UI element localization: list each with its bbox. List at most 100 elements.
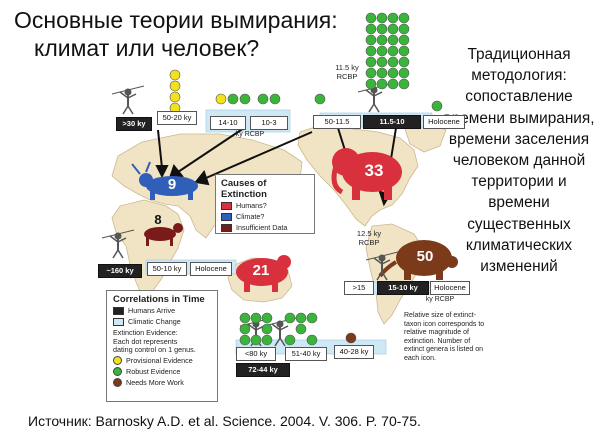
robust-evidence-dot	[376, 23, 388, 35]
title-line-1: Основные теории вымирания:	[14, 7, 338, 33]
evidence-heading: Extinction Evidence:	[113, 328, 178, 337]
robust-evidence-dot	[387, 12, 399, 24]
provisional-dot	[113, 356, 122, 366]
robust-evidence-dot	[365, 45, 377, 57]
provisional-label: Provisional Evidence	[126, 355, 193, 365]
australia-evidence-dots	[239, 312, 357, 346]
robust-evidence-dot	[387, 45, 399, 57]
robust-evidence-dot	[365, 12, 377, 24]
causes-legend: Causes of Extinction Humans? Climate? In…	[215, 174, 315, 234]
australia-box-1: <80 ky	[236, 347, 276, 361]
deer-icon	[131, 161, 198, 200]
sa-rcbp-bottom-label: ky RCBP	[425, 296, 455, 303]
legend-provisional: Provisional Evidence	[113, 355, 211, 366]
australia-box-3: 40-28 ky	[334, 345, 374, 359]
robust-evidence-dot	[398, 23, 410, 35]
na-rcbp-label: RCBP	[336, 72, 358, 81]
evidence-line-2: Each dot represents	[113, 336, 178, 346]
legend-climatic-change: Climatic Change	[113, 316, 211, 327]
title-line-2: климат или человек?	[34, 35, 260, 61]
robust-evidence-dot	[387, 34, 399, 46]
na-box-3: Holocene	[423, 115, 465, 129]
robust-evidence-dot	[387, 67, 399, 79]
robust-dot	[113, 367, 122, 377]
correlations-legend-title: Correlations in Time	[113, 294, 205, 305]
climate-swatch	[221, 213, 232, 222]
eurasia-arrival-box: >30 ky	[116, 117, 152, 131]
africa-landmass	[111, 199, 185, 297]
robust-evidence-dot	[387, 23, 399, 35]
australia-box-2: 51-40 ky	[285, 347, 327, 361]
robust-evidence-dot	[398, 56, 410, 68]
australia-arrival-box: 72-44 ky	[236, 363, 290, 377]
robust-evidence-dot	[398, 78, 410, 90]
causes-legend-humans: Humans?	[221, 200, 309, 211]
robust-label: Robust Evidence	[126, 366, 181, 376]
legend-humans-arrive: Humans Arrive	[113, 305, 211, 316]
sa-box-3: Holocene	[430, 281, 470, 295]
sa-rcbp-label: RCBP	[358, 238, 380, 247]
africa-arrival-box: ~160 ky	[98, 264, 142, 278]
robust-evidence-dot	[376, 56, 388, 68]
robust-evidence-dot	[376, 67, 388, 79]
size-note: Relative size of extinct-taxon icon corr…	[404, 312, 485, 362]
africa-box-1: 50-10 ky	[147, 262, 187, 276]
robust-evidence-dot	[365, 56, 377, 68]
sa-box-2: 15-10 ky	[377, 281, 429, 295]
page-title: Основные теории вымирания: климат или че…	[14, 6, 338, 62]
causes-climate-label: Climate?	[236, 212, 265, 221]
sa-box-1: >15	[344, 281, 374, 295]
robust-evidence-dot	[376, 34, 388, 46]
robust-evidence-dot	[365, 34, 377, 46]
eurasia-box-2: 14-10	[210, 116, 246, 130]
na-date-label: 11.5 ky	[335, 63, 359, 72]
eurasia-box-3: 10-3	[250, 116, 288, 130]
robust-evidence-dot	[398, 12, 410, 24]
climatic-change-swatch	[113, 318, 124, 327]
evidence-line-3: dating control on 1 genus.	[113, 345, 196, 354]
robust-evidence-dot	[376, 45, 388, 57]
na-extinct-count: 33	[364, 161, 384, 180]
robust-evidence-dot	[376, 12, 388, 24]
needs-more-work-dot	[113, 378, 122, 388]
robust-evidence-dot	[365, 78, 377, 90]
legend-robust: Robust Evidence	[113, 366, 211, 377]
methodology-text: Традиционная методология: сопоставление …	[443, 46, 595, 276]
eurasia-extinct-count: 9	[167, 176, 177, 193]
humans-arrive-swatch	[113, 307, 124, 316]
causes-legend-title: Causes of Extinction	[221, 178, 267, 200]
north-america-evidence-dots	[314, 12, 443, 112]
mammoth-icon	[331, 148, 402, 200]
eurasia-rcbp-label: ky RCBP	[235, 131, 265, 138]
humans-swatch	[221, 202, 232, 211]
robust-evidence-dot	[387, 78, 399, 90]
robust-evidence-dot	[387, 56, 399, 68]
insufficient-swatch	[221, 224, 232, 233]
robust-evidence-dot	[365, 23, 377, 35]
sa-extinct-count: 50	[416, 248, 434, 265]
eurasia-evidence-dots	[169, 69, 281, 114]
spear-thrower-icon	[101, 83, 399, 347]
giant-marsupial-icon	[236, 255, 291, 292]
needs-more-work-label: Needs More Work	[126, 377, 184, 387]
causes-legend-insufficient: Insufficient Data	[221, 222, 309, 233]
na-box-2: 11.5-10	[363, 115, 421, 129]
robust-evidence-dot	[398, 34, 410, 46]
robust-evidence-dot	[376, 78, 388, 90]
africa-box-2: Holocene	[190, 262, 232, 276]
robust-evidence-dot	[398, 67, 410, 79]
hyena-icon	[144, 223, 183, 246]
source-citation: Источник: Barnosky A.D. et al. Science. …	[28, 413, 421, 429]
legend-needs-more-work: Needs More Work	[113, 377, 211, 388]
australia-extinct-count: 21	[252, 262, 270, 279]
africa-extinct-count: 8	[154, 212, 162, 227]
robust-evidence-dot	[398, 45, 410, 57]
na-box-1: 50-11.5	[313, 115, 361, 129]
robust-evidence-dot	[365, 67, 377, 79]
correlations-legend: Correlations in Time Humans Arrive Clima…	[106, 290, 218, 402]
causes-humans-label: Humans?	[236, 201, 267, 210]
climatic-change-label: Climatic Change	[128, 317, 181, 326]
causes-legend-climate: Climate?	[221, 211, 309, 222]
